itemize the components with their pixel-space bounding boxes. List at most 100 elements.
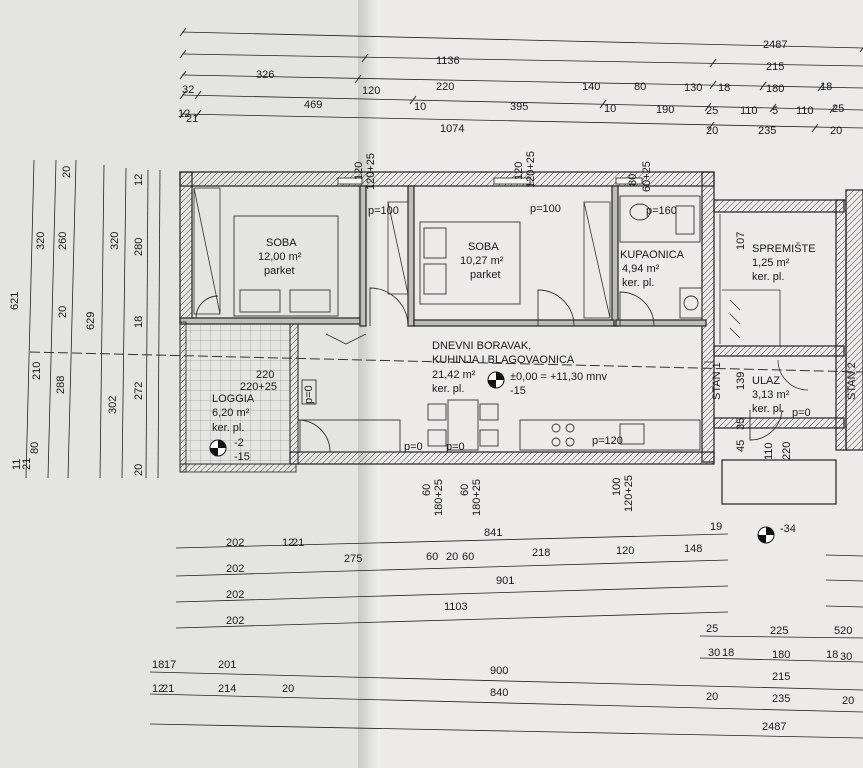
dim-text: 25 [706,105,718,117]
dim-text: 20 [842,695,854,707]
dim-text: 202 [226,615,244,627]
sill-label: p=0 [446,441,465,453]
dim-text: 20 [706,691,718,703]
dim-text: 180 [766,83,784,95]
dim-text: 218 [532,547,550,559]
dim-text: 18 [133,316,145,328]
level-sub: -15 [234,451,250,463]
room-area: 12,00 m² [258,251,302,263]
left-dimension-lines [25,159,161,479]
dim-text: 17 [164,659,176,671]
opening-label: 220+25 [240,381,277,393]
room-name: SOBA [266,237,297,249]
bathroom-fixtures [619,195,703,319]
opening-label: 60+25 [641,161,653,192]
dim-text: 60 [426,551,438,563]
dim-text: 32 [182,84,194,96]
opening-label: 60 [421,484,433,496]
dim-text: 302 [107,396,119,414]
level-main: -2 [234,437,244,449]
dim-text: 840 [490,687,508,699]
loggia-area [179,321,297,473]
dim-text: 10 [604,103,616,115]
dim-text: 18 [152,659,164,671]
room-area: 10,27 m² [460,255,504,267]
dim-text: 1074 [440,123,464,135]
dim-text: 18 [826,649,838,661]
level-outside: -34 [780,523,796,535]
opening-label: 120 [353,162,365,180]
dim-text: 18 [820,81,832,93]
room-area: 6,20 m² [212,407,250,419]
dim-text: 20 [706,125,718,137]
room-floor: parket [470,269,501,281]
unit-label: STAN 1 [711,362,723,400]
dim-text: 30 [840,651,852,663]
dim-text: 1103 [444,601,468,613]
dim-text: 120 [362,85,380,97]
opening-label: 180+25 [433,479,445,516]
room-floor: ker. pl. [432,383,464,395]
dim-text: 215 [766,61,784,73]
room-labels: SOBA 12,00 m² parket SOBA 10,27 m² parke… [212,237,816,434]
dim-text: 18 [722,647,734,659]
dim-text: 20 [57,306,69,318]
unit-label: STAN 2 [846,362,858,400]
dim-text: 60 [462,551,474,563]
dim-text: 841 [484,527,502,539]
dim-text: 12 [178,108,190,120]
dim-text: 520 [834,625,852,637]
dim-text: 25 [706,623,718,635]
dim-text: 5 [772,105,778,117]
dim-text: 21 [292,537,304,549]
opening-label: 120 [513,162,525,180]
room-name: ULAZ [752,375,780,387]
dim-text: 20 [133,464,145,476]
dim-text: 180 [772,649,790,661]
dim-text: 120 [616,545,634,557]
room-name: KUPAONICA [620,249,685,261]
kitchen-dining-furniture [299,333,701,453]
dim-text: 130 [684,82,702,94]
dim-text: 21 [21,458,33,470]
dim-text: 19 [710,521,722,533]
dim-text: 275 [344,553,362,565]
opening-label: 220 [256,369,274,381]
top-dimension-texts: 2487 1136 215 326 120 220 140 80 130 18 … [178,39,844,137]
room-name: KUHINJA I BLAGOVAONICA [432,354,575,366]
room-floor: ker. pl. [752,271,784,283]
door-swings [195,287,783,453]
top-windows [337,177,643,185]
dim-text: 10 [414,101,426,113]
opening-label: 120+25 [365,153,377,190]
dim-text: 190 [656,104,674,116]
room-floor: parket [264,265,295,277]
room-name: LOGGIA [212,393,255,405]
right-unit-details [704,214,809,391]
beds [233,215,521,317]
sill-label: p=0 [404,441,423,453]
dim-text: 235 [758,125,776,137]
dim-text: 20 [446,551,458,563]
dim-text: 214 [218,683,236,695]
dim-text: 201 [218,659,236,671]
interior-walls [179,185,707,327]
dim-text: 11 [11,459,23,470]
dim-text: 25 [832,103,844,115]
dim-text: 80 [634,81,646,93]
opening-label: 45 [735,440,747,452]
dim-text: 260 [57,232,69,250]
bottom-dimension-texts: 202 12 21 841 19 202 275 60 20 60 218 12… [152,521,854,733]
dim-text: 320 [109,232,121,250]
dim-text: 395 [510,101,528,113]
sill-label: p=0 [303,385,315,404]
dim-text: 30 [708,647,720,659]
dim-text: 202 [226,537,244,549]
dim-text: 901 [496,575,514,587]
room-name: SOBA [468,241,499,253]
level-markers [209,371,775,544]
left-dimension-texts: 621 320 260 20 20 210 80 11 21 629 320 3… [9,166,145,476]
dim-text: 18 [718,82,730,94]
